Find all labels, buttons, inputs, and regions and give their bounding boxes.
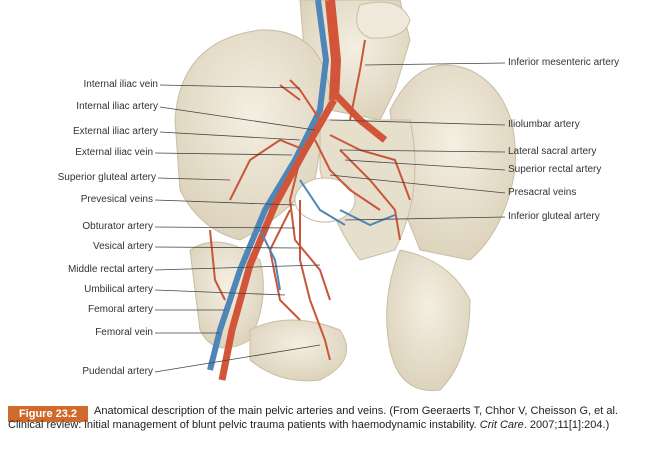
pelvic-anatomy-illustration: Internal iliac vein Internal iliac arter…: [57, 0, 620, 391]
right-ischium: [386, 249, 471, 391]
label-vesical-artery: Vesical artery: [92, 241, 153, 252]
common-iliac-vein: [207, 0, 330, 371]
label-prevesical-veins: Prevesical veins: [80, 194, 153, 205]
venous-branches: [259, 179, 396, 291]
vertebra-top: [356, 1, 411, 39]
arterial-branches: [209, 39, 411, 361]
label-femoral-vein: Femoral vein: [95, 327, 153, 338]
label-obturator-artery: Obturator artery: [82, 221, 153, 232]
label-iliolumbar-artery: Iliolumbar artery: [508, 119, 580, 130]
caption-text-part1: Anatomical description of the main pelvi…: [8, 405, 618, 431]
label-superior-rectal-artery: Superior rectal artery: [508, 164, 602, 175]
label-umbilical-artery: Umbilical artery: [84, 284, 153, 295]
figure-caption: Figure 23.2 Anatomical description of th…: [8, 404, 654, 460]
label-presacral-veins: Presacral veins: [508, 187, 577, 198]
label-middle-rectal-artery: Middle rectal artery: [67, 264, 153, 275]
leader-lines-right: [329, 62, 506, 221]
label-external-iliac-vein: External iliac vein: [75, 147, 153, 158]
label-femoral-artery: Femoral artery: [87, 304, 153, 315]
label-inferior-mesenteric-artery: Inferior mesenteric artery: [508, 57, 620, 68]
label-superior-gluteal-artery: Superior gluteal artery: [57, 172, 156, 183]
figure-number-badge: Figure 23.2: [8, 406, 88, 422]
label-internal-iliac-vein: Internal iliac vein: [83, 79, 158, 90]
aorta: [325, 0, 342, 101]
caption-text-part2: . 2007;11[1]:204.): [523, 419, 610, 431]
pubis-bottom: [249, 319, 348, 382]
label-external-iliac-artery: External iliac artery: [72, 126, 158, 137]
caption-text: Anatomical description of the main pelvi…: [8, 404, 654, 432]
label-lateral-sacral-artery: Lateral sacral artery: [508, 146, 597, 157]
label-pudendal-artery: Pudendal artery: [82, 366, 153, 377]
right-ilium: [389, 64, 516, 261]
right-common-iliac: [333, 92, 388, 143]
label-inferior-gluteal-artery: Inferior gluteal artery: [508, 211, 600, 222]
caption-journal: Crit Care: [479, 419, 524, 431]
pelvis-drawing: [154, 0, 516, 391]
leader-lines-left: [154, 84, 321, 373]
label-internal-iliac-artery: Internal iliac artery: [76, 101, 158, 112]
